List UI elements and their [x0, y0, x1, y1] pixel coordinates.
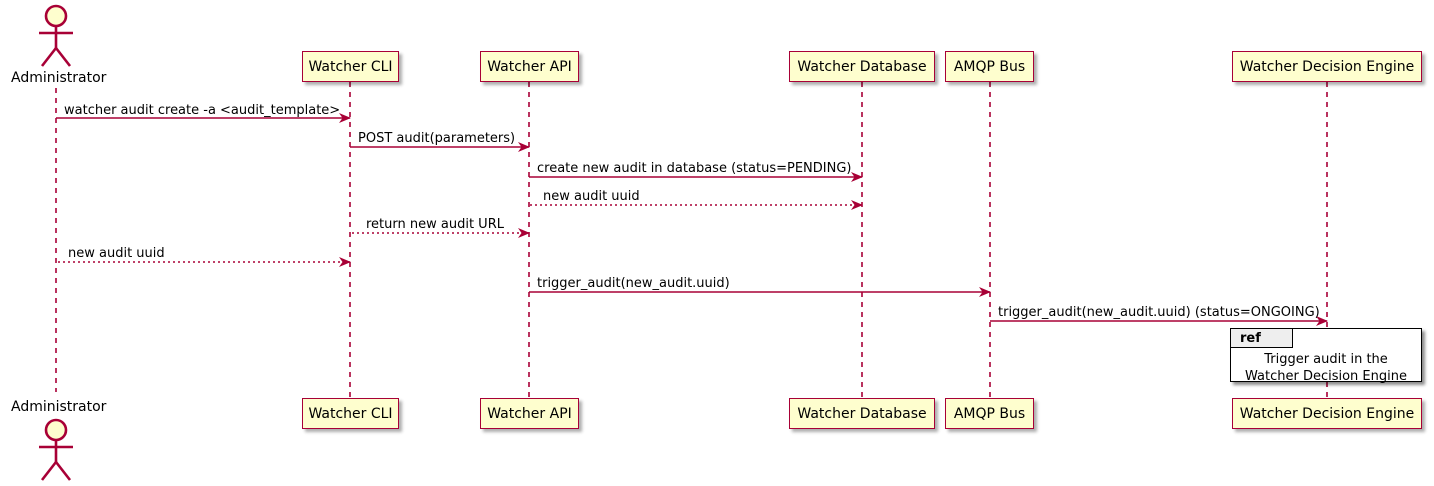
- message-label-m4: new audit uuid: [543, 189, 640, 204]
- actor-leg-right: [54, 47, 72, 67]
- message-label-m5: return new audit URL: [366, 217, 504, 232]
- actor-figure-administrator-bottom: [39, 418, 73, 481]
- ref-fragment-tab-label: ref: [1240, 331, 1261, 346]
- actor-leg-right: [54, 461, 72, 481]
- participant-box-amqp-bus-top[interactable]: AMQP Bus: [945, 51, 1034, 82]
- participant-box-watcher-database-top[interactable]: Watcher Database: [789, 51, 935, 82]
- participant-box-watcher-decision-engine-top[interactable]: Watcher Decision Engine: [1232, 51, 1422, 82]
- actor-label-administrator-top: Administrator: [11, 70, 107, 86]
- ref-fragment: ref Trigger audit in the Watcher Decisio…: [1230, 328, 1422, 385]
- message-label-m2: POST audit(parameters): [358, 131, 516, 146]
- actor-figure-administrator-top: [39, 4, 73, 67]
- message-label-m3: create new audit in database (status=PEN…: [537, 161, 852, 176]
- ref-fragment-line-1: Trigger audit in the: [1264, 352, 1388, 367]
- actor-leg-left: [40, 47, 58, 67]
- participant-box-watcher-database-bottom[interactable]: Watcher Database: [789, 398, 935, 429]
- message-label-m6: new audit uuid: [68, 246, 165, 261]
- participant-box-watcher-api-bottom[interactable]: Watcher API: [480, 398, 579, 429]
- participant-box-watcher-api-top[interactable]: Watcher API: [480, 51, 579, 82]
- ref-fragment-line-2: Watcher Decision Engine: [1245, 369, 1407, 384]
- actor-leg-left: [40, 461, 58, 481]
- message-label-m1: watcher audit create -a <audit_template>: [64, 103, 341, 118]
- participant-box-amqp-bus-bottom[interactable]: AMQP Bus: [945, 398, 1034, 429]
- message-label-m7: trigger_audit(new_audit.uuid): [537, 276, 730, 291]
- ref-fragment-tab: [1231, 329, 1293, 348]
- lifelines-group: [55, 82, 1328, 398]
- actor-head-icon: [44, 4, 68, 28]
- actor-figures-group: [39, 4, 73, 481]
- participant-box-watcher-cli-top[interactable]: Watcher CLI: [302, 51, 399, 82]
- actor-label-administrator-bottom: Administrator: [11, 399, 107, 415]
- message-label-m8: trigger_audit(new_audit.uuid) (status=ON…: [998, 305, 1320, 320]
- messages-group: [56, 113, 1328, 326]
- participant-box-watcher-cli-bottom[interactable]: Watcher CLI: [302, 398, 399, 429]
- participant-box-watcher-decision-engine-bottom[interactable]: Watcher Decision Engine: [1232, 398, 1422, 429]
- ref-fragment-body: Trigger audit in the Watcher Decision En…: [1231, 351, 1421, 385]
- actor-head-icon: [44, 418, 68, 442]
